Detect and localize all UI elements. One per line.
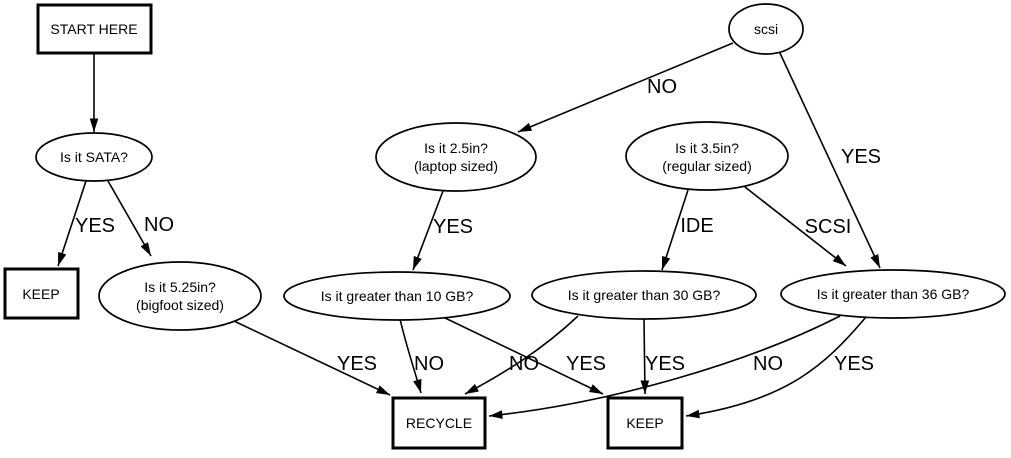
node-is-it-5-25in: Is it 5.25in? (bigfoot sized) [98, 261, 262, 331]
node-greater-than-10gb: Is it greater than 10 GB? [283, 271, 511, 321]
edge-gb30-to-keep-yes: YES [640, 318, 685, 395]
node-is-it-2-5in: Is it 2.5in? (laptop sized) [375, 122, 537, 192]
edge-regular-to-gb30-ide: IDE [661, 189, 714, 271]
edge-sata-to-bigfoot-no: NO [107, 180, 174, 257]
node-keep-left-label: KEEP [22, 286, 59, 302]
edge-gb30-to-recycle-no: NO [464, 315, 579, 395]
edge-label-yes: YES [337, 353, 377, 375]
edge-label-no: NO [144, 214, 174, 236]
node-is-it-2-5in-label-line2: (laptop sized) [414, 158, 498, 174]
edge-label-no: NO [509, 353, 539, 375]
edge-label-no: NO [647, 76, 677, 98]
edge-gb36-to-recycle-no: NO [488, 315, 841, 419]
edge-label-yes: YES [433, 216, 473, 238]
edge-label-yes: YES [645, 353, 685, 375]
node-keep-left: KEEP [3, 267, 80, 320]
node-scsi: scsi [728, 3, 804, 55]
edge-label-no: NO [414, 353, 444, 375]
node-is-it-3-5in-label-line1: Is it 3.5in? [675, 140, 739, 156]
node-greater-than-30gb: Is it greater than 30 GB? [531, 270, 757, 320]
edge-laptop-to-gb10-yes: YES [412, 190, 473, 271]
edge-label-yes: YES [841, 146, 881, 168]
edge-scsi-to-laptop-no: NO [517, 42, 734, 133]
node-scsi-label: scsi [754, 21, 778, 37]
edge-gb10-to-keep-yes: YES [442, 316, 606, 395]
edge-sata-to-keep-yes: YES [57, 180, 115, 267]
edge-regular-to-gb36-scsi: SCSI [744, 186, 852, 267]
node-is-it-2-5in-label-line1: Is it 2.5in? [424, 140, 488, 156]
node-is-it-sata-label: Is it SATA? [60, 149, 128, 165]
node-start-here: START HERE [36, 3, 153, 55]
node-keep-bottom-label: KEEP [626, 415, 663, 431]
node-is-it-3-5in-label-line2: (regular sized) [662, 158, 751, 174]
node-is-it-sata: Is it SATA? [35, 132, 153, 182]
edge-label-scsi: SCSI [805, 216, 852, 238]
node-start-here-label: START HERE [50, 21, 137, 37]
edge-label-ide: IDE [680, 215, 713, 237]
node-greater-than-30gb-label: Is it greater than 30 GB? [568, 287, 721, 303]
node-recycle: RECYCLE [391, 396, 487, 450]
edge-bigfoot-to-recycle-yes: YES [233, 320, 391, 396]
edge-label-yes: YES [834, 353, 874, 375]
edge-label-no: NO [753, 353, 783, 375]
edge-gb10-to-recycle-no: NO [399, 318, 444, 394]
edge-label-yes: YES [566, 353, 606, 375]
node-greater-than-36gb: Is it greater than 36 GB? [780, 269, 1006, 319]
node-is-it-5-25in-label-line2: (bigfoot sized) [136, 297, 224, 313]
node-is-it-3-5in: Is it 3.5in? (regular sized) [625, 121, 789, 191]
node-greater-than-36gb-label: Is it greater than 36 GB? [817, 286, 970, 302]
edge-gb36-to-keep-yes: YES [685, 316, 874, 419]
node-is-it-5-25in-label-line1: Is it 5.25in? [144, 279, 216, 295]
node-greater-than-10gb-label: Is it greater than 10 GB? [321, 288, 474, 304]
node-keep-bottom: KEEP [606, 396, 684, 450]
edge-scsi-to-gb36-yes: YES [778, 50, 881, 269]
node-recycle-label: RECYCLE [406, 415, 472, 431]
edge-label-yes: YES [75, 215, 115, 237]
